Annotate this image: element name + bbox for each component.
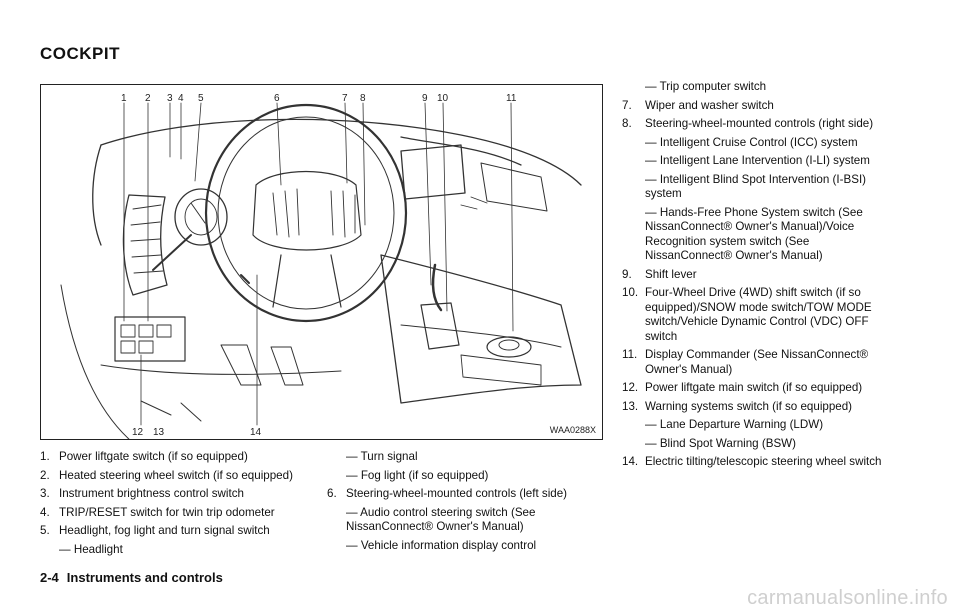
callout-8: 8 [360, 93, 366, 104]
legend-column-left: 1. Power liftgate switch (if so equipped)… [40, 450, 310, 561]
callout-1: 1 [121, 93, 127, 104]
legend-subitem: — Intelligent Cruise Control (ICC) syste… [645, 135, 858, 149]
callout-11: 11 [506, 93, 517, 104]
item-number: 4. [40, 505, 50, 519]
legend-item: 14. Electric tilting/telescopic steering … [622, 455, 898, 470]
legend-item: 7. Wiper and washer switch [622, 99, 898, 114]
item-text: Four-Wheel Drive (4WD) shift switch (if … [645, 286, 872, 343]
callout-10: 10 [437, 93, 449, 104]
callout-7: 7 [342, 93, 348, 104]
item-number: 1. [40, 450, 50, 463]
legend-column-right: — Trip computer switch 7. Wiper and washe… [622, 80, 898, 474]
legend-subitem: — Fog light (if so equipped) [346, 468, 489, 482]
legend-item: 4. TRIP/RESET switch for twin trip odomet… [40, 506, 310, 521]
legend-item: 13. Warning systems switch (if so equippe… [622, 400, 898, 415]
item-text: Power liftgate switch (if so equipped) [59, 450, 248, 463]
item-text: Heated steering wheel switch (if so equi… [59, 468, 293, 482]
legend-subitem: — Lane Departure Warning (LDW) [645, 418, 824, 431]
legend-subitem: — Audio control steering switch (See Nis… [346, 505, 536, 534]
legend-column-middle: — Turn signal — Fog light (if so equippe… [327, 450, 603, 557]
watermark: carmanualsonline.info [747, 587, 948, 609]
legend-item: 5. Headlight, fog light and turn signal s… [40, 524, 310, 539]
callout-3: 3 [167, 93, 173, 104]
legend-item: 1. Power liftgate switch (if so equipped) [40, 450, 310, 465]
item-text: Power liftgate main switch (if so equipp… [645, 381, 863, 394]
item-number: 12. [622, 381, 639, 394]
item-number: 14. [622, 455, 639, 468]
cockpit-drawing [60, 102, 582, 439]
callout-12: 12 [132, 427, 144, 438]
callout-5: 5 [198, 93, 204, 104]
legend-item: 3. Instrument brightness control switch [40, 487, 310, 502]
legend-subitem: — Trip computer switch [645, 80, 767, 93]
legend-item: 11. Display Commander (See NissanConnect®… [622, 348, 898, 377]
legend-subitem: — Intelligent Blind Spot Intervention (I… [645, 172, 867, 201]
legend-item: 2. Heated steering wheel switch (if so eq… [40, 469, 310, 484]
figure-code: WAA0288X [549, 425, 596, 435]
item-number: 3. [40, 487, 50, 500]
item-number: 6. [327, 487, 337, 500]
legend-subitem: — Hands-Free Phone System switch (See Ni… [645, 205, 863, 263]
item-number: 7. [622, 98, 632, 112]
item-number: 10. [622, 286, 639, 299]
item-number: 11. [622, 348, 638, 361]
item-number: 9. [622, 267, 632, 281]
page-number: 2-4 [40, 570, 59, 585]
legend-item: 8. Steering-wheel-mounted controls (right… [622, 117, 898, 132]
item-text: Shift lever [645, 267, 697, 281]
callout-labels: 1 2 3 4 5 6 7 8 9 10 11 12 13 14 [121, 93, 517, 438]
item-text: Wiper and washer switch [645, 98, 774, 112]
item-text: TRIP/RESET switch for twin trip odometer [59, 505, 275, 519]
callout-9: 9 [422, 93, 428, 104]
item-number: 2. [40, 468, 50, 482]
page-footer: 2-4 Instruments and controls [40, 570, 223, 585]
item-number: 8. [622, 117, 632, 130]
legend-subitem: — Blind Spot Warning (BSW) [645, 436, 796, 450]
item-text: Steering-wheel-mounted controls (left si… [346, 487, 568, 500]
legend-item: 10. Four-Wheel Drive (4WD) shift switch (… [622, 286, 898, 344]
callout-6: 6 [274, 93, 280, 104]
cockpit-illustration: 1 2 3 4 5 6 7 8 9 10 11 12 13 14 WAA0288… [40, 84, 603, 440]
item-text: Steering-wheel-mounted controls (right s… [645, 117, 874, 130]
callout-14: 14 [250, 427, 262, 438]
legend-subitem: — Turn signal [346, 450, 418, 463]
page-heading: COCKPIT [40, 44, 120, 63]
legend-subitem: — Intelligent Lane Intervention (I-LI) s… [645, 154, 870, 167]
callout-4: 4 [178, 93, 184, 104]
item-text: Instrument brightness control switch [59, 487, 244, 500]
callout-2: 2 [145, 93, 151, 104]
legend-subitem: — Vehicle information display control [346, 538, 537, 552]
item-number: 5. [40, 524, 50, 537]
legend-item: 6. Steering-wheel-mounted controls (left … [327, 487, 603, 502]
item-text: Display Commander (See NissanConnect® Ow… [645, 348, 869, 376]
item-text: Electric tilting/telescopic steering whe… [645, 455, 882, 468]
item-text: Headlight, fog light and turn signal swi… [59, 524, 270, 537]
section-title: Instruments and controls [66, 570, 223, 585]
legend-subitem: — Headlight [59, 542, 123, 556]
legend-item: 9. Shift lever [622, 268, 898, 283]
item-number: 13. [622, 399, 639, 413]
item-text: Warning systems switch (if so equipped) [645, 399, 853, 413]
legend-item: 12. Power liftgate main switch (if so equ… [622, 381, 898, 396]
callout-13: 13 [153, 427, 165, 438]
